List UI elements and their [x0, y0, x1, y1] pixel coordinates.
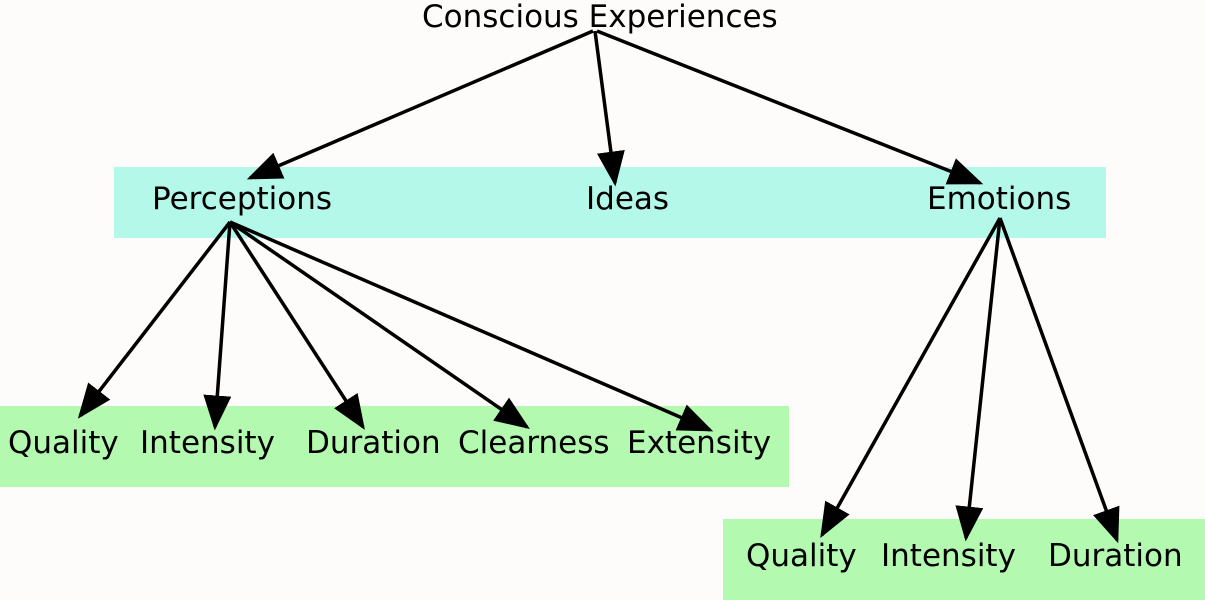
arrow-emotions-quality — [820, 217, 1002, 539]
perception-intensity-label: Intensity — [140, 425, 275, 461]
perception-quality-label: Quality — [8, 425, 119, 461]
perception-duration-label: Duration — [306, 425, 441, 461]
perception-clearness-label: Clearness — [458, 425, 610, 461]
arrow-perceptions-intensity — [203, 221, 232, 431]
emotion-duration-label: Duration — [1048, 538, 1183, 574]
arrow-perceptions-extensity — [229, 220, 714, 432]
emotion-intensity-label: Intensity — [881, 538, 1016, 574]
perceptions-label: Perceptions — [152, 181, 333, 217]
emotions-label: Emotions — [927, 181, 1072, 217]
root-label: Conscious Experiences — [422, 0, 778, 35]
arrow-root-emotions — [596, 29, 984, 185]
arrow-emotions-duration — [998, 217, 1120, 544]
perception-extensity-label: Extensity — [627, 425, 772, 461]
arrow-perceptions-duration — [228, 221, 365, 430]
perception-attributes-band — [0, 406, 789, 487]
arrow-perceptions-clearness — [229, 220, 530, 429]
arrow-perceptions-quality — [77, 220, 232, 419]
arrow-root-perceptions — [246, 29, 594, 180]
arrow-root-ideas — [593, 30, 625, 187]
arrow-emotions-intensity — [955, 217, 1002, 542]
emotion-quality-label: Quality — [746, 538, 857, 574]
ideas-label: Ideas — [586, 181, 670, 217]
